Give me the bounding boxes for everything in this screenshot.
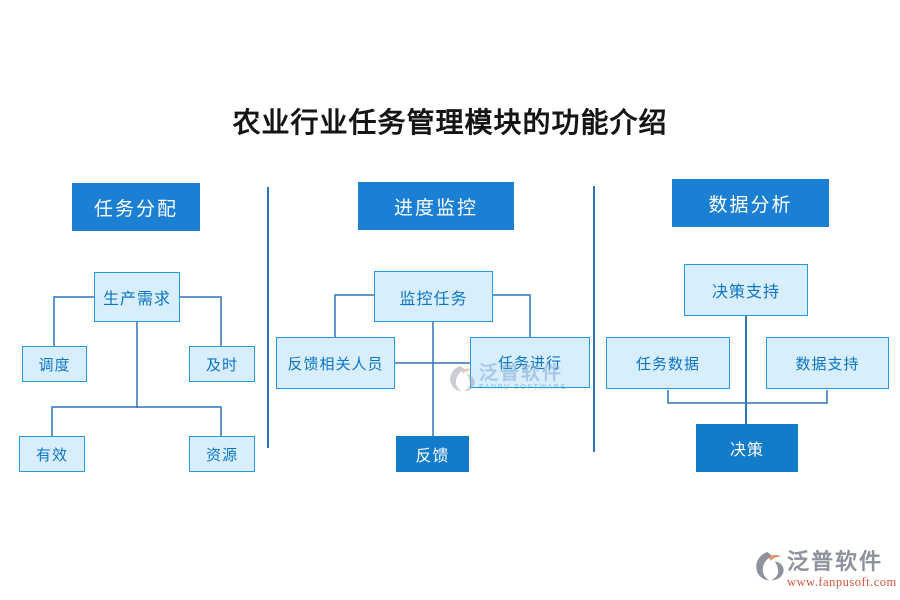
node-task-data: 任务数据 (606, 337, 730, 389)
node-task-in-progress: 任务进行 (470, 337, 590, 388)
brand-name: 泛普软件 (787, 549, 884, 574)
node-scheduling: 调度 (22, 346, 87, 382)
section-header-data-analysis: 数据分析 (672, 179, 829, 227)
page-title: 农业行业任务管理模块的功能介绍 (232, 108, 668, 139)
node-decision: 决策 (696, 424, 798, 472)
brand-text: 泛普软件 www.fanpusoft.com (787, 549, 897, 590)
fanpu-brand-icon (756, 551, 784, 581)
node-production-demand: 生产需求 (94, 272, 180, 322)
node-timely: 及时 (189, 346, 255, 382)
node-resources: 资源 (189, 436, 255, 472)
node-feedback: 反馈 (396, 436, 469, 472)
node-decision-support: 决策支持 (684, 264, 808, 316)
brand-url: www.fanpusoft.com (787, 575, 897, 589)
fanpu-brand-logo: 泛普软件 www.fanpusoft.com (755, 549, 897, 590)
node-data-support: 数据支持 (766, 337, 889, 389)
node-monitor-tasks: 监控任务 (374, 271, 493, 322)
node-effective: 有效 (19, 436, 85, 472)
section-header-task-allocation: 任务分配 (72, 183, 200, 231)
section-header-progress-monitoring: 进度监控 (358, 182, 514, 230)
node-feedback-stakeholders: 反馈相关人员 (276, 337, 395, 389)
